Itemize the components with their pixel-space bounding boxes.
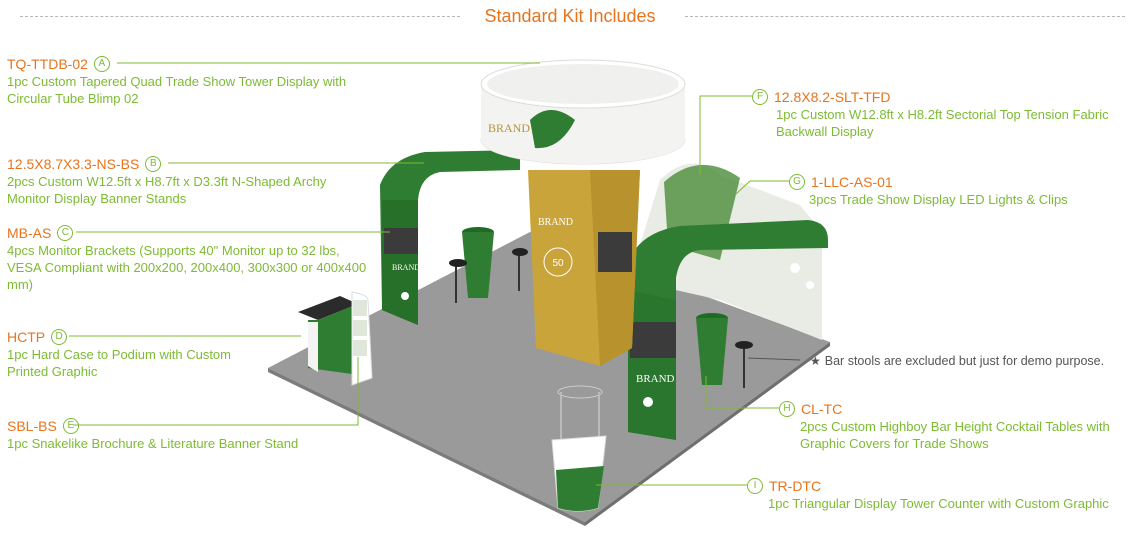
item-a-desc: 1pc Custom Tapered Quad Trade Show Tower… bbox=[7, 74, 347, 106]
item-f-code-row: F 12.8X8.2-SLT-TFD bbox=[752, 88, 1140, 106]
left-arch-flower bbox=[401, 292, 409, 300]
item-a-code: TQ-TTDB-02 bbox=[7, 56, 88, 72]
stool-left-seat-2 bbox=[512, 248, 528, 256]
item-b-desc: 2pcs Custom W12.5ft x H8.7ft x D3.3ft N-… bbox=[7, 174, 327, 206]
tower-anniversary-badge bbox=[543, 247, 573, 277]
badge-b: B bbox=[145, 156, 162, 172]
counter-glass-top bbox=[557, 385, 603, 399]
item-i-desc: 1pc Triangular Display Tower Counter wit… bbox=[768, 496, 1109, 511]
podium-top bbox=[298, 296, 358, 320]
stool-left-leg-2 bbox=[518, 255, 520, 291]
item-h-desc: 2pcs Custom Highboy Bar Height Cocktail … bbox=[800, 419, 1110, 451]
leader-e bbox=[73, 357, 359, 426]
item-c-desc: 4pcs Monitor Brackets (Supports 40" Moni… bbox=[7, 243, 367, 292]
item-f: F 12.8X8.2-SLT-TFD 1pc Custom W12.8ft x H… bbox=[752, 88, 1140, 140]
podium-case bbox=[308, 304, 358, 374]
item-e-code-row: SBL-BS E bbox=[7, 417, 367, 435]
brochure-pocket-2 bbox=[353, 320, 367, 336]
right-arch-brand: BRAND bbox=[636, 373, 675, 385]
item-d: HCTP D 1pc Hard Case to Podium with Custo… bbox=[7, 328, 267, 380]
note-leader bbox=[747, 357, 801, 361]
leader-lines bbox=[69, 62, 789, 486]
blimp-band bbox=[481, 84, 685, 164]
right-monitor bbox=[630, 322, 676, 358]
item-c-code: MB-AS bbox=[7, 225, 52, 241]
section-header: Standard Kit Includes bbox=[0, 0, 1140, 34]
badge-i: I bbox=[747, 478, 763, 494]
item-f-desc: 1pc Custom W12.8ft x H8.2ft Sectorial To… bbox=[776, 107, 1109, 139]
item-d-code-row: HCTP D bbox=[7, 328, 267, 346]
item-e: SBL-BS E 1pc Snakelike Brochure & Literat… bbox=[7, 417, 367, 452]
item-g: G 1-LLC-AS-01 3pcs Trade Show Display LED… bbox=[789, 173, 1140, 208]
tower-anniversary-number: 50 bbox=[552, 258, 564, 269]
badge-f: F bbox=[752, 89, 768, 105]
star-icon: ★ bbox=[810, 354, 821, 368]
leader-h bbox=[705, 376, 779, 409]
podium-front bbox=[308, 322, 318, 372]
item-e-desc: 1pc Snakelike Brochure & Literature Bann… bbox=[7, 436, 299, 451]
item-d-desc: 1pc Hard Case to Podium with Custom Prin… bbox=[7, 347, 231, 379]
badge-g: G bbox=[789, 174, 805, 190]
brochure-pocket-1 bbox=[353, 300, 367, 316]
backwall-flower bbox=[790, 263, 800, 273]
item-e-code: SBL-BS bbox=[7, 418, 57, 434]
stool-left-leg bbox=[455, 265, 457, 303]
item-c: MB-AS C 4pcs Monitor Brackets (Supports 4… bbox=[7, 224, 377, 293]
item-i-code-row: I TR-DTC bbox=[747, 477, 1140, 495]
header-divider-left bbox=[20, 16, 460, 17]
counter-graphic bbox=[556, 466, 604, 511]
section-title: Standard Kit Includes bbox=[484, 6, 656, 26]
item-a-code-row: TQ-TTDB-02 A bbox=[7, 55, 387, 73]
badge-e: E bbox=[62, 418, 79, 434]
floor-edge-left bbox=[268, 368, 585, 526]
counter-rod-left bbox=[560, 392, 562, 442]
blimp-leaf bbox=[530, 110, 575, 149]
right-arch-leg bbox=[628, 290, 676, 440]
item-g-code-row: G 1-LLC-AS-01 bbox=[789, 173, 1140, 191]
badge-a: A bbox=[93, 56, 110, 72]
item-h-code-row: H CL-TC bbox=[779, 400, 1140, 418]
item-h-code: CL-TC bbox=[801, 401, 843, 417]
backwall-flower-2 bbox=[806, 281, 814, 289]
tower-monitor bbox=[598, 232, 632, 272]
item-g-desc: 3pcs Trade Show Display LED Lights & Cli… bbox=[809, 192, 1068, 207]
stool-left-seat bbox=[449, 259, 467, 267]
item-b-code-row: 12.5X8.7X3.3-NS-BS B bbox=[7, 155, 367, 173]
left-cocktail-table bbox=[462, 232, 494, 298]
badge-c: C bbox=[57, 225, 74, 241]
header-divider-right bbox=[685, 16, 1125, 17]
item-c-code-row: MB-AS C bbox=[7, 224, 377, 242]
item-d-code: HCTP bbox=[7, 329, 46, 345]
left-arch-brand: BRAND bbox=[392, 263, 420, 272]
blimp-brand: BRAND bbox=[488, 121, 530, 135]
counter-rod-right bbox=[598, 392, 600, 442]
item-a: TQ-TTDB-02 A 1pc Custom Tapered Quad Trad… bbox=[7, 55, 387, 107]
item-h: H CL-TC 2pcs Custom Highboy Bar Height Co… bbox=[779, 400, 1140, 452]
leader-f bbox=[699, 95, 752, 175]
stool-right-seat bbox=[735, 341, 753, 349]
leader-g bbox=[734, 180, 789, 196]
stool-right-leg bbox=[743, 348, 745, 388]
blimp-inner bbox=[487, 64, 679, 104]
item-g-code: 1-LLC-AS-01 bbox=[811, 174, 893, 190]
item-b: 12.5X8.7X3.3-NS-BS B 2pcs Custom W12.5ft … bbox=[7, 155, 367, 207]
badge-d: D bbox=[51, 329, 68, 345]
badge-h: H bbox=[779, 401, 795, 417]
right-arch-flower bbox=[643, 397, 653, 407]
tower-brand: BRAND bbox=[538, 217, 573, 228]
item-f-code: 12.8X8.2-SLT-TFD bbox=[774, 89, 891, 105]
item-b-code: 12.5X8.7X3.3-NS-BS bbox=[7, 156, 140, 172]
item-i-code: TR-DTC bbox=[769, 478, 822, 494]
right-cocktail-table bbox=[696, 318, 728, 385]
floor-edge-right bbox=[585, 342, 830, 526]
item-i: I TR-DTC 1pc Triangular Display Tower Cou… bbox=[747, 477, 1140, 512]
bar-stool-note-text: Bar stools are excluded but just for dem… bbox=[824, 354, 1105, 368]
bar-stool-note: ★ Bar stools are excluded but just for d… bbox=[810, 354, 1104, 368]
brochure-pocket-3 bbox=[353, 340, 367, 356]
